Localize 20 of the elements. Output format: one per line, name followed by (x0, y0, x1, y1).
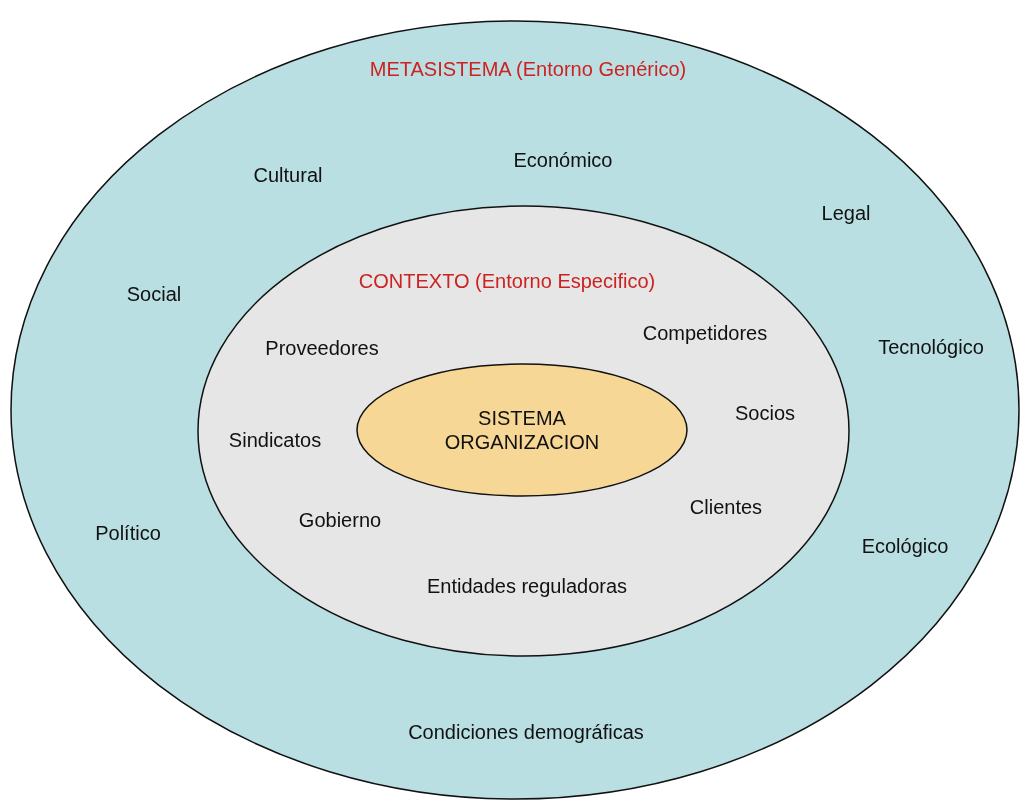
environment-factor-label: Gobierno (298, 508, 382, 532)
environment-factor-label: Condiciones demográficas (408, 720, 644, 744)
environment-factor-label: Sindicatos (228, 428, 322, 452)
environment-factor-label: Cultural (253, 163, 323, 187)
environment-factor-label: Tecnológico (878, 335, 984, 359)
system-label: SISTEMA ORGANIZACION (443, 406, 601, 454)
ellipse-heading: METASISTEMA (Entorno Genérico) (369, 57, 687, 81)
system-ellipse (356, 363, 688, 497)
environment-factor-label: Clientes (689, 495, 763, 519)
metasystem-ellipse (10, 20, 1020, 800)
environment-factor-label: Económico (513, 148, 613, 172)
environment-factor-label: Social (126, 282, 182, 306)
ellipse-heading: CONTEXTO (Entorno Especifico) (358, 269, 656, 293)
environment-factor-label: Ecológico (861, 534, 949, 558)
environment-factor-label: Proveedores (265, 336, 379, 360)
environment-factor-label: Político (95, 521, 161, 545)
environment-factor-label: Entidades reguladoras (426, 574, 628, 598)
environment-factor-label: Competidores (642, 321, 768, 345)
environment-factor-label: Legal (821, 201, 871, 225)
environment-factor-label: Socios (735, 401, 795, 425)
